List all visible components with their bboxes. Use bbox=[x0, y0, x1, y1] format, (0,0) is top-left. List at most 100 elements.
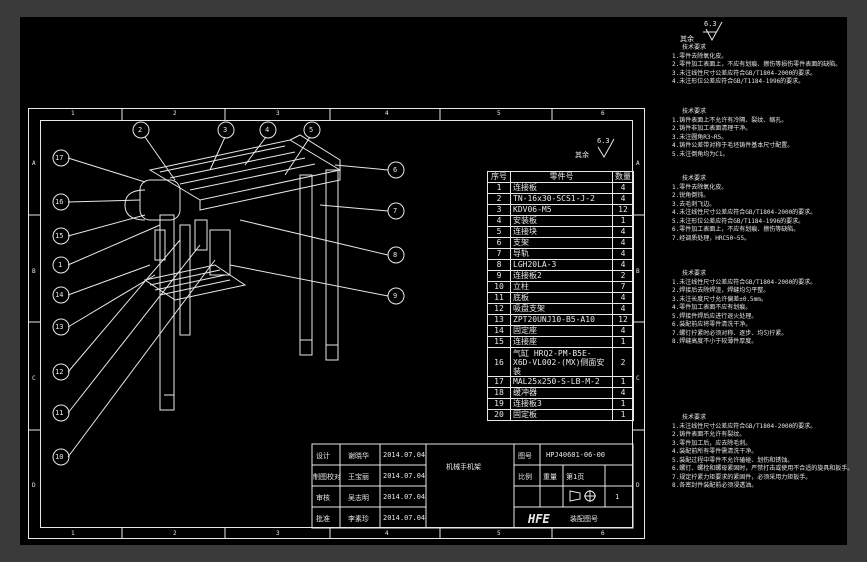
zone-number-bottom: 1 bbox=[71, 530, 75, 537]
bom-cell-no: 9 bbox=[487, 270, 511, 282]
technical-note-line: 5.装配过程中零件不允许磕碰、划伤和锈蚀。 bbox=[672, 456, 794, 464]
balloon-number: 13 bbox=[55, 323, 64, 331]
bom-cell-qty: 7 bbox=[612, 281, 634, 293]
bom-cell-qty: 1 bbox=[612, 398, 634, 410]
bom-cell-qty: 4 bbox=[612, 259, 634, 271]
zone-letter-left: A bbox=[32, 160, 36, 167]
part-name: 机械手机架 bbox=[446, 463, 481, 471]
bom-header-qty: 数量 bbox=[612, 171, 634, 183]
balloon-number: 1 bbox=[58, 261, 63, 269]
zone-number-bottom: 5 bbox=[497, 530, 501, 537]
bom-cell-qty: 12 bbox=[612, 204, 634, 216]
zone-letter-right: A bbox=[636, 160, 640, 167]
bom-cell-part: TN-16x30-SCS1-J-2 bbox=[510, 193, 613, 205]
bom-cell-qty: 12 bbox=[612, 314, 634, 326]
technical-note-line: 4.装配前所有零件需清洗干净。 bbox=[672, 448, 758, 455]
technical-note-line: 1.未注线性尺寸公差应符合GB/T1804-2000的要求。 bbox=[672, 278, 817, 286]
title-name-design: 谢晓华 bbox=[348, 452, 369, 460]
bom-cell-qty: 2 bbox=[612, 270, 634, 282]
technical-note-line: 6.零件加工表面上，不应有划痕、擦伤等缺陷。 bbox=[672, 226, 800, 233]
technical-note-line: 1.未注线性尺寸公差应符合GB/T1804-2000的要求。 bbox=[672, 422, 817, 430]
zone-number-bottom: 4 bbox=[385, 530, 389, 537]
bom-cell-qty: 4 bbox=[612, 237, 634, 249]
bom-cell-qty: 1 bbox=[612, 215, 634, 227]
cad-viewport[interactable] bbox=[20, 17, 847, 545]
title-name-approve: 李素珍 bbox=[348, 515, 369, 523]
technical-note-line: 8.焊缝高度不小于较薄件厚度。 bbox=[672, 338, 758, 345]
bom-cell-no: 16 bbox=[487, 347, 511, 377]
technical-note-line: 1.零件去除氧化皮。 bbox=[672, 52, 728, 60]
bom-cell-part: 连接板2 bbox=[510, 270, 613, 282]
technical-notes-title: 技术要求 bbox=[682, 175, 707, 182]
technical-note-line: 7.螺钉拧紧时必须对称、逐步、均匀拧紧。 bbox=[672, 329, 788, 337]
technical-note-line: 1.零件去除氧化皮。 bbox=[672, 183, 728, 191]
zone-number-top: 5 bbox=[497, 110, 501, 117]
technical-note-line: 4.零件加工表面不应有划痕。 bbox=[672, 304, 752, 311]
bom-cell-part: 固定座 bbox=[510, 325, 613, 337]
zone-letter-left: B bbox=[32, 268, 36, 275]
bom-cell-qty: 4 bbox=[612, 226, 634, 238]
technical-note-line: 6.螺钉、螺栓和螺母紧固时，严禁打击或使用不合适的旋具和扳手。 bbox=[672, 465, 854, 472]
surface-finish-value: 6.3 bbox=[704, 20, 717, 28]
title-date-design: 2014.07.04 bbox=[383, 451, 426, 459]
bom-cell-no: 6 bbox=[487, 237, 511, 249]
sheet-label: 第1页 bbox=[566, 473, 585, 481]
balloon-number: 10 bbox=[55, 453, 64, 461]
balloon-number: 11 bbox=[55, 409, 64, 417]
technical-note-line: 7.规定拧紧力矩要求的紧固件，必须采用力矩扳手。 bbox=[672, 473, 812, 481]
surface-finish-label: 其余 bbox=[680, 35, 694, 43]
bom-cell-part: KDV06-M5 bbox=[510, 204, 613, 216]
technical-note-line: 4.铸件公差带对称于毛坯铸件基本尺寸配置。 bbox=[672, 142, 794, 149]
bom-cell-part: 连接座 bbox=[510, 336, 613, 348]
bom-cell-part: 底板 bbox=[510, 292, 613, 304]
surface-finish-bom-value: 6.3 bbox=[597, 137, 610, 145]
bom-cell-qty: 4 bbox=[612, 303, 634, 315]
zone-number-top: 1 bbox=[71, 110, 75, 117]
technical-note-line: 2.零件加工表面上，不应有划痕、擦伤等损伤零件表面的缺陷。 bbox=[672, 61, 842, 68]
bom-cell-no: 8 bbox=[487, 259, 511, 271]
title-role-review: 审核 bbox=[316, 494, 330, 502]
bom-cell-part: 气缸 HRQ2-PM-B5E-X6D-VL002-(MX)侧面安装 bbox=[510, 347, 613, 377]
title-role-design: 设计 bbox=[316, 452, 330, 460]
bom-cell-part: 支架 bbox=[510, 237, 613, 249]
balloon-number: 3 bbox=[223, 126, 228, 134]
balloon-number: 14 bbox=[55, 291, 64, 299]
bom-cell-part: LGH20LA-3 bbox=[510, 259, 613, 271]
technical-note-line: 2.铸件非加工表面清理干净。 bbox=[672, 125, 752, 132]
technical-note-line: 6.装配前应将零件清洗干净。 bbox=[672, 321, 752, 328]
bom-cell-part: 吸盘支架 bbox=[510, 303, 613, 315]
bom-cell-no: 11 bbox=[487, 292, 511, 304]
technical-notes-title: 技术要求 bbox=[682, 414, 707, 421]
technical-note-line: 8.各密封件装配前必须浸透油。 bbox=[672, 482, 758, 489]
bom-cell-no: 7 bbox=[487, 248, 511, 260]
bom-cell-part: 连接板 bbox=[510, 182, 613, 194]
technical-notes-title: 技术要求 bbox=[682, 44, 707, 51]
balloon-number: 17 bbox=[55, 154, 64, 162]
technical-note-line: 3.去毛刺飞边。 bbox=[672, 200, 716, 208]
bom-cell-part: 连接块 bbox=[510, 226, 613, 238]
technical-note-line: 3.未注圆角R3~R5。 bbox=[672, 133, 728, 141]
bom-cell-part: 立柱 bbox=[510, 281, 613, 293]
balloon-number: 8 bbox=[393, 251, 398, 259]
balloon-number: 4 bbox=[265, 126, 270, 134]
bom-cell-no: 5 bbox=[487, 226, 511, 238]
bom-header-row: 序号 零件号 数量 bbox=[487, 171, 634, 183]
bom-cell-qty: 4 bbox=[612, 325, 634, 337]
bom-cell-part: MAL25x250-S-LB-M-2 bbox=[510, 376, 613, 388]
bom-cell-part: 导轨 bbox=[510, 248, 613, 260]
bom-cell-no: 13 bbox=[487, 314, 511, 326]
balloon-number: 16 bbox=[55, 198, 64, 206]
